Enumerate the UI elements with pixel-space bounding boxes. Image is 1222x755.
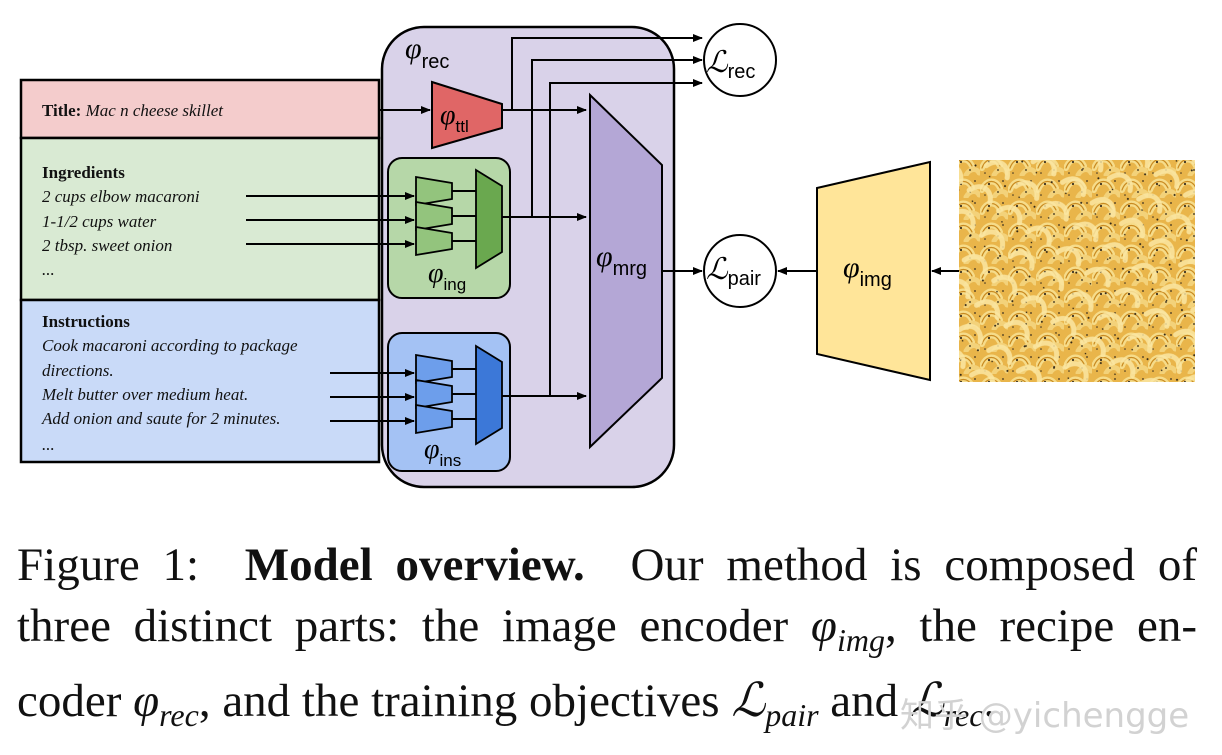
ingredient-encoder: φing: [387, 157, 511, 299]
phi-ttl-label: φttl: [440, 100, 469, 136]
title-section: [19, 78, 381, 140]
ingredient-line: 2 tbsp. sweet onion: [42, 236, 172, 255]
instructions-section: [19, 298, 381, 464]
model-overview-figure: Title: Mac n cheese skillet Ingredients …: [19, 23, 1195, 489]
phi-ins-label: φins: [424, 434, 461, 470]
image-encoder: φimg: [816, 160, 931, 382]
recipe-panel: Title: Mac n cheese skillet Ingredients …: [19, 78, 381, 464]
connections: [246, 34, 959, 425]
instruction-encoder: φins: [387, 332, 511, 472]
figure-caption: Figure 1: Model overview. Our method is …: [17, 535, 1197, 746]
instruction-line: Add onion and saute for 2 minutes.: [41, 409, 280, 428]
instruction-line: Cook macaroni according to package: [42, 336, 298, 355]
instruction-ellipsis: ...: [42, 435, 55, 454]
mac-and-cheese-photo: [959, 160, 1195, 382]
phi-img-label: φimg: [843, 251, 892, 291]
instructions-heading: Instructions: [42, 312, 130, 331]
merge-encoder: φmrg: [589, 92, 663, 450]
caption-line-1: Figure 1: Model overview. Our method is …: [17, 539, 1197, 591]
ingredient-line: 2 cups elbow macaroni: [42, 187, 200, 206]
pair-loss: ℒpair: [703, 234, 777, 308]
zhihu-watermark: 知乎 @yichengge: [900, 696, 1190, 736]
caption-line-3: coder φrec, and the training objectives …: [17, 675, 996, 733]
svg-text:ℒrec: ℒrec: [706, 46, 755, 83]
phi-ing-label: φing: [428, 258, 466, 294]
caption-line-2: three distinct parts: the image encoder …: [17, 600, 1197, 658]
ingredient-ellipsis: ...: [42, 260, 55, 279]
svg-text:ℒpair: ℒpair: [706, 253, 761, 290]
instruction-line: directions.: [42, 361, 114, 380]
title-text: Title: Mac n cheese skillet: [42, 101, 224, 120]
reconstruction-loss: ℒrec: [703, 23, 777, 97]
ingredients-heading: Ingredients: [42, 163, 125, 182]
ingredient-line: 1-1/2 cups water: [42, 212, 157, 231]
title-encoder: φttl: [431, 80, 503, 150]
instruction-line: Melt butter over medium heat.: [41, 385, 248, 404]
phi-mrg-label: φmrg: [596, 240, 647, 280]
phi-rec-label: φrec: [405, 32, 449, 73]
